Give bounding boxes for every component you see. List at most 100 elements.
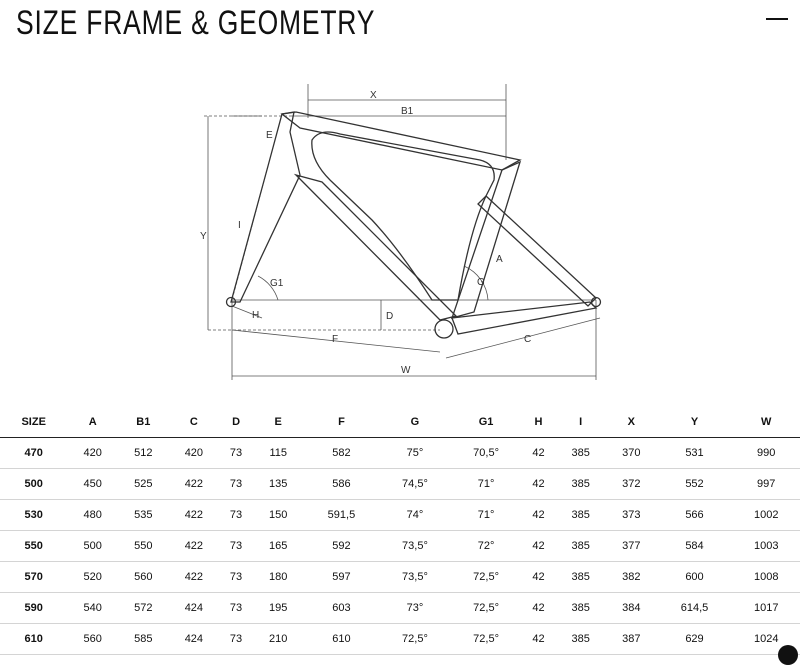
g-angle-arc	[463, 265, 489, 301]
table-cell: 73	[219, 561, 253, 593]
minus-icon	[766, 18, 788, 20]
table-cell: 450	[67, 468, 118, 500]
column-header: D	[219, 407, 253, 438]
scroll-top-button[interactable]	[778, 645, 798, 665]
table-cell: 73	[219, 623, 253, 655]
table-cell: 424	[168, 592, 220, 624]
table-cell: 591,5	[303, 499, 380, 531]
label-d: D	[386, 311, 393, 322]
column-header: Y	[656, 407, 733, 438]
column-header: E	[252, 407, 304, 438]
table-cell: 384	[605, 592, 657, 624]
table-cell: 70,5°	[450, 437, 522, 469]
column-header: H	[521, 407, 556, 438]
table-cell: 603	[303, 592, 380, 624]
label-g1: G1	[270, 278, 284, 289]
table-cell: 614,5	[656, 592, 733, 624]
collapse-button[interactable]	[760, 8, 794, 30]
table-cell: 990	[732, 437, 800, 469]
table-cell: 165	[252, 530, 304, 562]
table-cell: 73	[219, 437, 253, 469]
table-cell: 73°	[379, 592, 451, 624]
table-cell: 422	[168, 561, 220, 593]
front-axle-circle	[225, 296, 237, 308]
table-cell: 540	[67, 592, 118, 624]
table-cell: 382	[605, 561, 657, 593]
table-cell: 42	[521, 561, 556, 593]
table-cell: 572	[117, 592, 169, 624]
table-cell: 480	[67, 499, 118, 531]
label-y: Y	[200, 231, 207, 242]
label-b1: B1	[401, 106, 414, 117]
table-cell: 512	[117, 437, 169, 469]
g1-angle-arc	[257, 275, 279, 301]
table-cell: 73	[219, 592, 253, 624]
column-header: W	[732, 407, 800, 438]
size-cell: 500	[0, 468, 68, 500]
table-cell: 385	[555, 499, 606, 531]
column-header: SIZE	[0, 407, 68, 438]
table-cell: 584	[656, 530, 733, 562]
table-cell: 420	[168, 437, 220, 469]
table-cell: 566	[656, 499, 733, 531]
column-header: G	[379, 407, 451, 438]
table-cell: 72,5°	[450, 623, 522, 655]
table-cell: 997	[732, 468, 800, 500]
table-cell: 424	[168, 623, 220, 655]
table-cell: 210	[252, 623, 304, 655]
label-a: A	[496, 254, 503, 265]
column-header: C	[168, 407, 220, 438]
down-tube-shape	[293, 173, 458, 321]
label-g: G	[477, 277, 485, 288]
table-cell: 1003	[732, 530, 800, 562]
table-cell: 385	[555, 468, 606, 500]
c-dimension-line	[445, 317, 601, 359]
table-cell: 520	[67, 561, 118, 593]
table-cell: 373	[605, 499, 657, 531]
table-cell: 420	[67, 437, 118, 469]
table-cell: 597	[303, 561, 380, 593]
size-cell: 610	[0, 623, 68, 655]
table-cell: 73,5°	[379, 561, 451, 593]
label-f: F	[332, 334, 338, 345]
table-cell: 385	[555, 623, 606, 655]
table-cell: 1017	[732, 592, 800, 624]
column-header: X	[605, 407, 657, 438]
table-cell: 600	[656, 561, 733, 593]
table-cell: 115	[252, 437, 304, 469]
column-header: A	[67, 407, 118, 438]
table-cell: 180	[252, 561, 304, 593]
size-cell: 570	[0, 561, 68, 593]
table-cell: 550	[117, 530, 169, 562]
table-cell: 71°	[450, 468, 522, 500]
table-cell: 71°	[450, 499, 522, 531]
table-header-row: SIZE A B1 C D E F G G1 H I X Y W	[0, 407, 800, 438]
page-title: SIZE FRAME & GEOMETRY	[16, 4, 376, 42]
label-h: H	[252, 310, 259, 321]
table-cell: 72°	[450, 530, 522, 562]
table-cell: 377	[605, 530, 657, 562]
table-cell: 552	[656, 468, 733, 500]
table-cell: 422	[168, 530, 220, 562]
table-cell: 74,5°	[379, 468, 451, 500]
table-cell: 560	[67, 623, 118, 655]
label-i: I	[238, 220, 241, 231]
seat-stay-shape	[477, 195, 597, 307]
table-cell: 500	[67, 530, 118, 562]
table-cell: 42	[521, 437, 556, 469]
column-header: F	[303, 407, 380, 438]
table-cell: 586	[303, 468, 380, 500]
f-dimension-line	[231, 329, 441, 353]
table-cell: 585	[117, 623, 169, 655]
table-cell: 195	[252, 592, 304, 624]
table-cell: 42	[521, 499, 556, 531]
table-cell: 42	[521, 468, 556, 500]
